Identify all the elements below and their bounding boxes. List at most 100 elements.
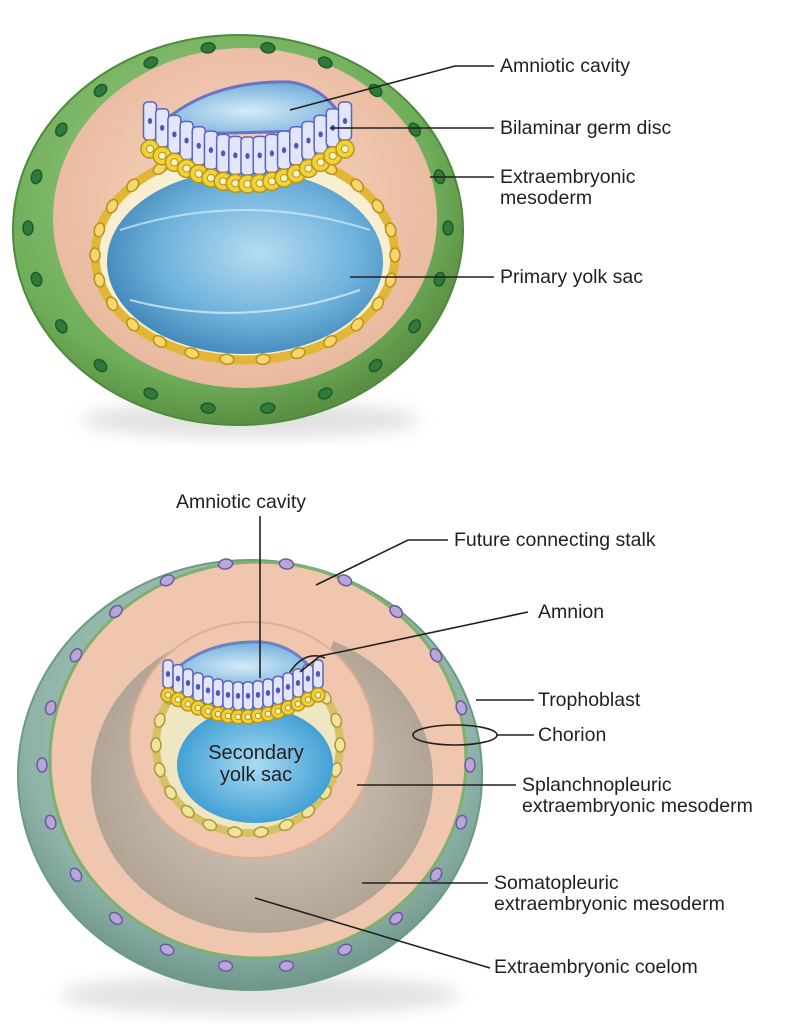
epiblast-nucleus bbox=[172, 131, 177, 138]
yolk-sac-cell bbox=[389, 247, 401, 263]
label-primary-yolk-sac: Primary yolk sac bbox=[500, 266, 644, 288]
trophoblast-nucleus bbox=[30, 169, 43, 185]
yolk-sac-cell bbox=[150, 737, 162, 753]
yolk-sac-cell bbox=[152, 334, 167, 348]
epiblast-nucleus bbox=[185, 679, 191, 686]
hypoblast-nucleus bbox=[264, 710, 272, 718]
yolk-sac-cell bbox=[350, 317, 364, 332]
trophoblast-nucleus bbox=[108, 911, 123, 926]
epiblast-nucleus bbox=[225, 691, 231, 698]
hypoblast-nucleus bbox=[314, 691, 322, 699]
trophoblast-nucleus bbox=[69, 648, 83, 663]
epiblast-nucleus bbox=[295, 679, 301, 686]
hypoblast-nucleus bbox=[284, 704, 292, 712]
trophoblast-nucleus bbox=[44, 700, 57, 716]
yolk-sac-cell bbox=[93, 222, 106, 238]
trophoblast-nucleus bbox=[143, 56, 159, 69]
hypoblast-nucleus bbox=[174, 696, 182, 703]
epiblast-nucleus bbox=[233, 152, 238, 159]
trophoblast-nucleus bbox=[159, 943, 175, 956]
hypoblast-nucleus bbox=[170, 158, 179, 167]
epiblast-nucleus bbox=[265, 690, 271, 697]
trophoblast-nucleus bbox=[464, 757, 476, 773]
label-line: mesoderm bbox=[500, 187, 593, 209]
yolk-sac-cell bbox=[290, 347, 306, 360]
trophoblast-nucleus bbox=[30, 271, 43, 287]
trophoblast-nucleus bbox=[408, 319, 422, 334]
epiblast-nucleus bbox=[306, 137, 311, 144]
epiblast-nucleus bbox=[165, 671, 171, 677]
label-line: yolk sac bbox=[219, 764, 293, 786]
trophoblast-nucleus bbox=[159, 574, 175, 587]
hypoblast-nucleus bbox=[279, 174, 289, 183]
hypoblast-nucleus bbox=[184, 700, 192, 708]
hypoblast-nucleus bbox=[292, 169, 301, 178]
yolk-sac-cell bbox=[105, 198, 119, 214]
bottom-trophoblast-cells bbox=[36, 558, 476, 972]
trophoblast-nucleus bbox=[455, 700, 468, 716]
yolk-sac-cell bbox=[371, 296, 385, 312]
top-trophoblast-cells bbox=[22, 42, 454, 414]
trophoblast-nucleus bbox=[217, 960, 234, 972]
top-hypoblast-cells bbox=[140, 139, 355, 194]
epiblast-nucleus bbox=[245, 692, 251, 699]
hypoblast-nucleus bbox=[204, 708, 212, 715]
yolk-sac-cell bbox=[384, 222, 397, 238]
hypoblast-nucleus bbox=[328, 151, 337, 160]
epiblast-nucleus bbox=[245, 153, 250, 159]
label-somatopleuric-mesoderm: Somatopleuric extraembryonic mesoderm bbox=[494, 873, 725, 915]
trophoblast-nucleus bbox=[44, 814, 57, 830]
trophoblast-nucleus bbox=[337, 943, 353, 956]
trophoblast-nucleus bbox=[337, 574, 353, 587]
label-line: Secondary bbox=[208, 742, 304, 764]
yolk-sac-cell bbox=[371, 198, 385, 214]
hypoblast-nucleus bbox=[182, 164, 191, 173]
epiblast-nucleus bbox=[215, 690, 221, 697]
yolk-sac-cell bbox=[334, 737, 346, 753]
yolk-sac-cell bbox=[105, 296, 119, 312]
trophoblast-nucleus bbox=[389, 604, 404, 619]
trophoblast-nucleus bbox=[108, 604, 123, 619]
epiblast-nucleus bbox=[184, 137, 189, 144]
trophoblast-nucleus bbox=[93, 83, 108, 98]
hypoblast-nucleus bbox=[145, 144, 155, 154]
epiblast-nucleus bbox=[175, 675, 181, 682]
hypoblast-nucleus bbox=[234, 713, 242, 721]
yolk-sac-cell bbox=[153, 762, 166, 778]
label-extraembryonic-coelom: Extraembryonic coelom bbox=[494, 956, 698, 978]
trophoblast-nucleus bbox=[143, 387, 159, 400]
epiblast-nucleus bbox=[281, 147, 287, 154]
epiblast-nucleus bbox=[235, 692, 241, 699]
label-line: Somatopleuric bbox=[494, 872, 619, 894]
epiblast-nucleus bbox=[147, 118, 153, 124]
label-future-connecting-stalk: Future connecting stalk bbox=[454, 529, 656, 551]
epiblast-nucleus bbox=[205, 687, 211, 694]
bottom-hypoblast-cells bbox=[160, 687, 326, 725]
hypoblast-nucleus bbox=[254, 712, 262, 720]
label-line: extraembryonic mesoderm bbox=[494, 893, 725, 915]
yolk-sac-cell bbox=[278, 818, 294, 832]
epiblast-nucleus bbox=[257, 152, 262, 159]
yolk-sac-cell bbox=[350, 178, 364, 193]
trophoblast-nucleus bbox=[200, 42, 216, 54]
hypoblast-nucleus bbox=[340, 144, 350, 154]
epiblast-nucleus bbox=[195, 683, 201, 690]
hypoblast-nucleus bbox=[304, 164, 313, 173]
trophoblast-nucleus bbox=[429, 867, 443, 882]
trophoblast-nucleus bbox=[69, 867, 83, 882]
label-secondary-yolk-sac: Secondary yolk sac bbox=[196, 742, 316, 786]
trophoblast-nucleus bbox=[408, 122, 422, 137]
hypoblast-nucleus bbox=[274, 708, 282, 715]
yolk-sac-cell bbox=[227, 826, 243, 838]
label-extraembryonic-mesoderm: Extraembryonic mesoderm bbox=[500, 167, 635, 209]
yolk-sac-cell bbox=[164, 785, 178, 800]
epiblast-nucleus bbox=[318, 131, 323, 138]
hypoblast-nucleus bbox=[194, 169, 203, 178]
top-leader-lines bbox=[289, 65, 494, 278]
trophoblast-nucleus bbox=[217, 558, 234, 570]
hypoblast-nucleus bbox=[224, 712, 232, 720]
trophoblast-nucleus bbox=[317, 387, 333, 400]
trophoblast-nucleus bbox=[433, 271, 446, 287]
yolk-sac-cell bbox=[253, 826, 269, 838]
